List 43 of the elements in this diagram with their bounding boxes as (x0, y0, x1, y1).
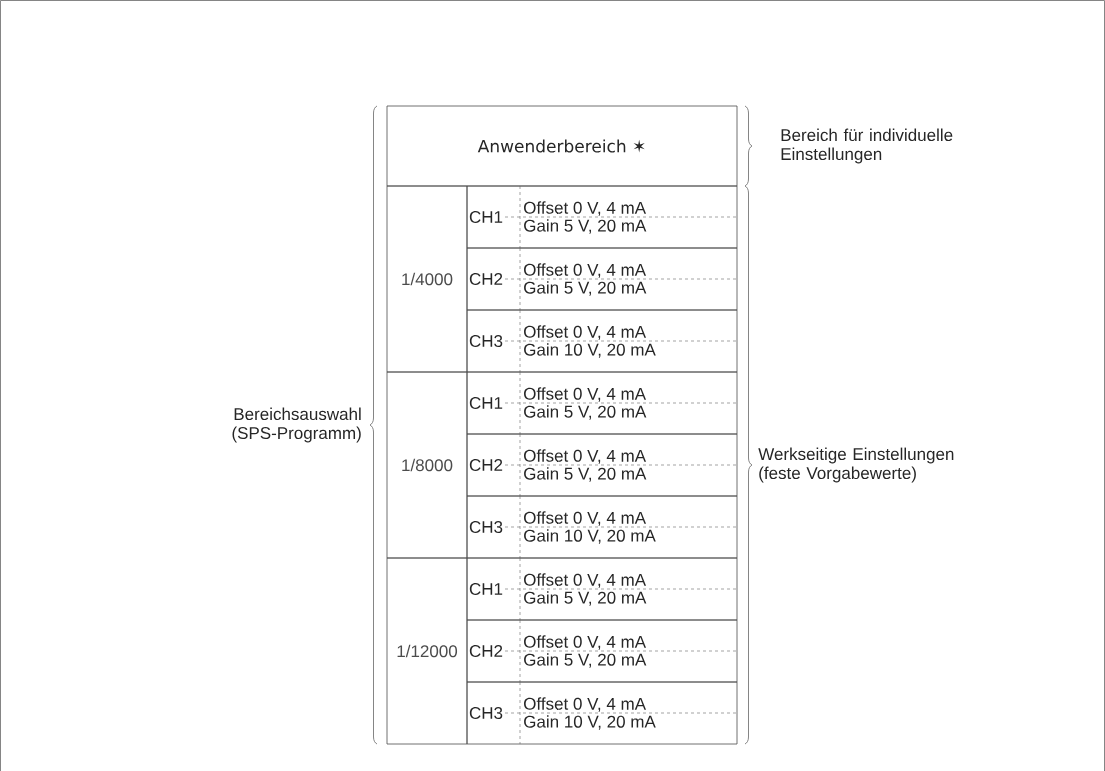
offset-value: Offset 0 V, 4 mA (524, 449, 646, 464)
channel-row (466, 557, 738, 621)
gain-value: Gain 5 V, 20 mA (524, 467, 647, 482)
brace-label: Werkseitige Einstellungen (feste Vorgabewerte) (758, 447, 954, 483)
offset-value: Offset 0 V, 4 mA (524, 201, 646, 216)
brace-label: Bereichsauswahl (SPS-Programm) (232, 407, 361, 443)
channel-row (466, 433, 738, 497)
gain-value: Gain 5 V, 20 mA (524, 591, 647, 606)
gain-value: Gain 10 V, 20 mA (524, 715, 656, 730)
channel-row (466, 681, 738, 745)
channel-label: CH1 (468, 396, 504, 410)
channel-row (466, 619, 738, 683)
gain-value: Gain 5 V, 20 mA (524, 653, 647, 668)
header-box: Anwenderbereich ✶ (386, 105, 738, 187)
gain-value: Gain 10 V, 20 mA (524, 343, 656, 358)
offset-value: Offset 0 V, 4 mA (524, 511, 646, 526)
offset-value: Offset 0 V, 4 mA (524, 263, 646, 278)
channel-row (466, 309, 738, 373)
channel-label: CH2 (468, 644, 504, 658)
offset-value: Offset 0 V, 4 mA (524, 387, 646, 402)
channel-label: CH1 (468, 210, 504, 224)
resolution-cell: 1/12000 (386, 557, 468, 745)
resolution-cell: 1/8000 (386, 371, 468, 559)
channel-label: CH3 (468, 334, 504, 348)
gain-value: Gain 5 V, 20 mA (524, 405, 647, 420)
offset-value: Offset 0 V, 4 mA (524, 573, 646, 588)
channel-label: CH2 (468, 458, 504, 472)
brace-label: Bereich für individuelle Einstellungen (781, 128, 953, 164)
gain-value: Gain 5 V, 20 mA (524, 281, 647, 296)
offset-value: Offset 0 V, 4 mA (524, 697, 646, 712)
channel-row (466, 371, 738, 435)
gain-value: Gain 10 V, 20 mA (524, 529, 656, 544)
resolution-cell: 1/4000 (386, 185, 468, 373)
offset-value: Offset 0 V, 4 mA (524, 325, 646, 340)
channel-label: CH3 (468, 520, 504, 535)
channel-label: CH2 (468, 272, 504, 286)
channel-label: CH3 (468, 706, 504, 721)
channel-row (466, 247, 738, 311)
gain-value: Gain 5 V, 20 mA (524, 219, 647, 234)
channel-row (466, 185, 738, 249)
offset-value: Offset 0 V, 4 mA (524, 635, 646, 650)
channel-label: CH1 (468, 582, 504, 597)
channel-row (466, 495, 738, 559)
